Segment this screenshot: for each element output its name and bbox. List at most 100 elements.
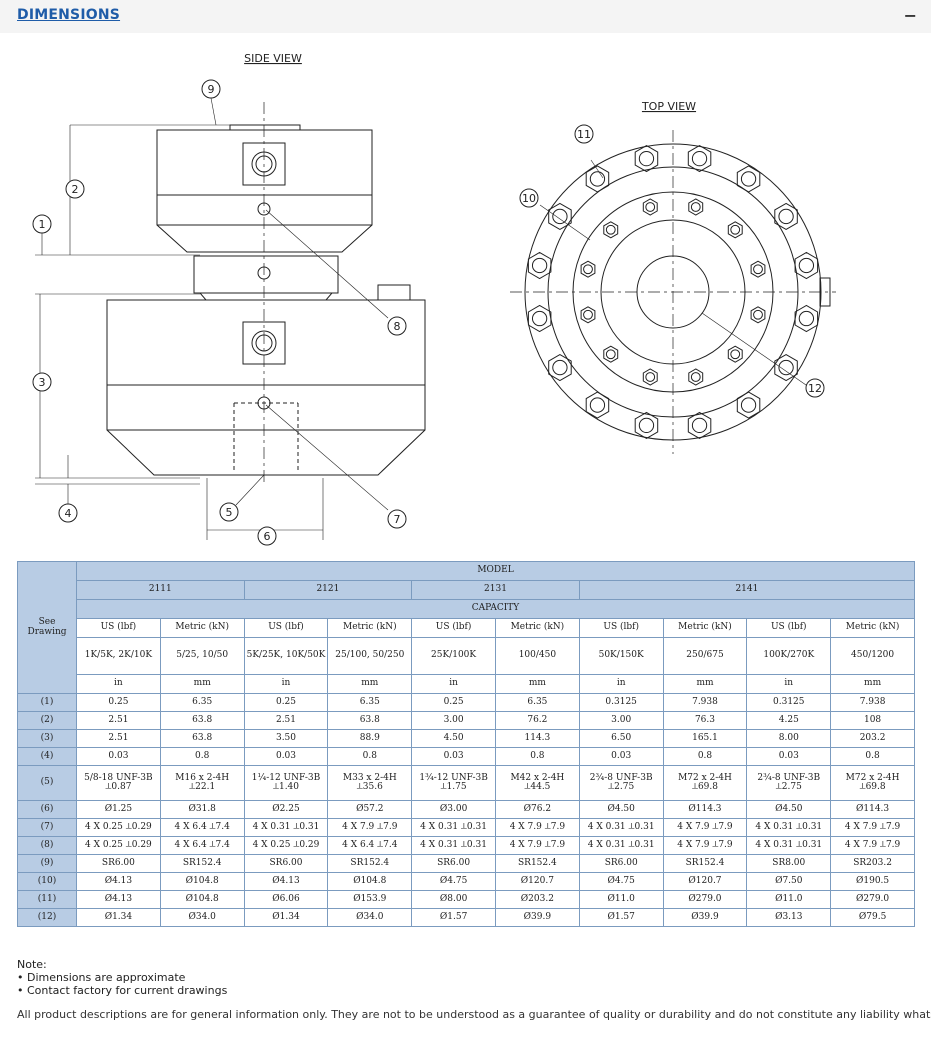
table-cell: Ø2.25 — [243, 800, 329, 819]
row-label: (7) — [17, 818, 77, 837]
section-title[interactable]: DIMENSIONS — [17, 7, 121, 23]
table-cell: 4 X 0.31 ⟂0.31 — [578, 818, 664, 837]
bolt-hole — [589, 171, 606, 187]
bolt-hole — [798, 310, 815, 327]
cell-line: ⟂69.8 — [859, 782, 886, 792]
table-cell: SR203.2 — [830, 854, 915, 873]
table-cell: M72 x 2-4H⟂69.8 — [830, 765, 915, 801]
table-cell: 0.03 — [578, 747, 664, 766]
bolt-hex — [634, 145, 659, 173]
table-cell: 63.8 — [159, 711, 245, 730]
bolt-hole — [552, 359, 568, 376]
bolt-hex — [585, 165, 610, 193]
row-label: (8) — [17, 836, 77, 855]
bolt-hole — [690, 372, 701, 382]
table-cell: 4 X 7.9 ⟂7.9 — [494, 836, 580, 855]
table-cell: M72 x 2-4H⟂69.8 — [662, 765, 748, 801]
table-cell: Ø279.0 — [830, 890, 915, 909]
table-cell: Ø4.13 — [243, 872, 329, 891]
table-cell: 4 X 7.9 ⟂7.9 — [830, 818, 915, 837]
notes: Note: • Dimensions are approximate • Con… — [17, 958, 227, 997]
capacity-header: CAPACITY — [76, 599, 915, 619]
cell-line: ⟂69.8 — [691, 782, 718, 792]
table-cell: 108 — [830, 711, 915, 730]
unit-header: US (lbf) — [578, 618, 664, 638]
cell-line: ⟂2.75 — [608, 782, 635, 792]
table-cell: 76.2 — [494, 711, 580, 730]
bolt-hole — [605, 224, 616, 235]
bolt-hole — [583, 309, 593, 320]
table-cell: Ø39.9 — [662, 908, 748, 927]
cell-line: M72 x 2-4H — [678, 772, 732, 783]
technical-drawing: SIDE VIEW TOP VIEW 1 2 3 4 5 6 7 8 9 10 … — [32, 52, 836, 546]
bolt-hex — [527, 304, 552, 333]
table-cell: 2.51 — [76, 711, 161, 730]
table-cell: 4 X 7.9 ⟂7.9 — [662, 818, 748, 837]
section-header[interactable]: DIMENSIONS − — [0, 0, 931, 33]
capacity-cell: 450/1200 — [830, 637, 915, 675]
table-cell: M16 x 2-4H⟂22.1 — [159, 765, 245, 801]
side-view-label: SIDE VIEW — [244, 52, 302, 65]
cell-line: 1¾-12 UNF-3B — [419, 772, 488, 783]
table-cell: 4 X 0.25 ⟂0.29 — [76, 836, 161, 855]
table-cell: Ø1.57 — [578, 908, 664, 927]
callout-12: 12 — [808, 382, 822, 395]
cell-line: M16 x 2-4H — [175, 772, 230, 783]
table-cell: 0.03 — [411, 747, 496, 766]
capacity-cell: 100/450 — [494, 637, 580, 675]
unit-header: Metric (kN) — [830, 618, 915, 638]
table-cell: 3.00 — [411, 711, 496, 730]
unit-cell: mm — [830, 674, 915, 694]
bolt-hole — [753, 264, 763, 275]
table-cell: SR6.00 — [76, 854, 161, 873]
cell-line: M72 x 2-4H — [845, 772, 900, 783]
unit-cell: mm — [159, 674, 245, 694]
table-cell: 0.8 — [494, 747, 580, 766]
bolt-hole — [690, 202, 701, 212]
bolt-hole — [552, 208, 568, 225]
callout-8: 8 — [394, 320, 401, 333]
bolt-hex — [688, 368, 704, 386]
table-cell: Ø153.9 — [327, 890, 413, 909]
callout-5: 5 — [226, 506, 233, 519]
note-item: • Dimensions are approximate — [17, 971, 186, 984]
bolt-hex — [750, 306, 766, 324]
table-cell: 4 X 0.31 ⟂0.31 — [243, 818, 329, 837]
collapse-icon[interactable]: − — [903, 6, 917, 25]
table-cell: Ø11.0 — [746, 890, 832, 909]
table-cell: 6.35 — [159, 693, 245, 712]
table-cell: 0.25 — [243, 693, 329, 712]
row-label: (9) — [17, 854, 77, 873]
table-cell: 63.8 — [327, 711, 413, 730]
unit-header: Metric (kN) — [159, 618, 245, 638]
table-cell: 4 X 0.31 ⟂0.31 — [411, 836, 496, 855]
table-cell: 7.938 — [662, 693, 748, 712]
bolt-hex — [585, 391, 610, 419]
cell-line: ⟂1.40 — [272, 782, 300, 792]
unit-cell: in — [578, 674, 664, 694]
bolt-hole — [691, 150, 708, 167]
table-cell: Ø114.3 — [830, 800, 915, 819]
table-cell: 165.1 — [662, 729, 748, 748]
bolt-hole — [605, 349, 616, 360]
cell-line: M33 x 2-4H — [342, 772, 397, 783]
unit-cell: in — [243, 674, 329, 694]
table-cell: 0.3125 — [746, 693, 832, 712]
callout-6: 6 — [264, 530, 271, 543]
unit-cell: mm — [327, 674, 413, 694]
bolt-hex — [642, 198, 658, 216]
capacity-cell: 5/25, 10/50 — [159, 637, 245, 675]
table-cell: 4 X 6.4 ⟂7.4 — [159, 818, 245, 837]
table-cell: Ø34.0 — [159, 908, 245, 927]
table-cell: 76.3 — [662, 711, 748, 730]
bolt-hole — [730, 349, 741, 360]
table-cell: 0.8 — [830, 747, 915, 766]
table-cell: 0.8 — [159, 747, 245, 766]
table-cell: 4.50 — [411, 729, 496, 748]
capacity-cell: 25/100, 50/250 — [327, 637, 413, 675]
bolt-hole — [730, 224, 741, 235]
table-cell: Ø8.00 — [411, 890, 496, 909]
